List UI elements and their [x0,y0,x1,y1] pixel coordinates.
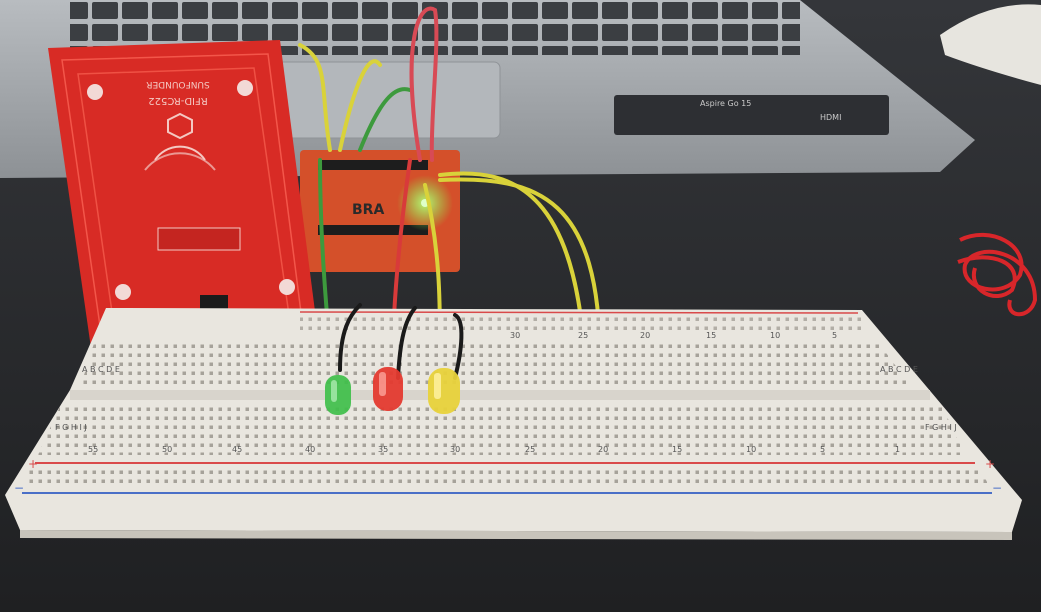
bottom-terminal-strip [38,402,965,455]
svg-text:HDMI: HDMI [820,113,841,122]
rail-minus-right: − [992,481,1002,495]
svg-text:35: 35 [378,445,388,454]
top-rail-red-line [299,311,859,314]
row-letters-bottom-left: F G H I J [55,423,87,432]
svg-text:30: 30 [450,445,460,454]
svg-text:30: 30 [510,331,520,340]
rail-plus-left: + [28,457,38,471]
green-led [325,375,351,415]
svg-text:25: 25 [525,445,535,454]
laptop-sticker: Aspire Go 15 HDMI [614,95,889,135]
row-letters-top-right: A B C D E [880,365,918,374]
microcontroller-board: BRA [300,150,460,272]
svg-text:15: 15 [672,445,682,454]
svg-text:5: 5 [820,445,825,454]
black-jumper-wires [338,303,464,380]
row-letters-top-left: A B C D E [82,365,120,374]
rfid-model-text: RFID-RC522 [148,95,207,106]
rail-minus-left: − [14,481,24,495]
svg-text:25: 25 [578,331,588,340]
svg-text:20: 20 [640,331,650,340]
svg-text:1: 1 [895,445,900,454]
svg-text:55: 55 [88,445,98,454]
svg-text:Aspire Go 15: Aspire Go 15 [700,99,751,108]
rfid-logo-icon [144,112,216,171]
center-channel [70,390,930,400]
svg-text:50: 50 [162,445,172,454]
svg-text:10: 10 [746,445,756,454]
row-letters-bottom-right: F G H I J [925,423,957,432]
top-rail [300,312,866,330]
yellow-led [428,368,460,414]
svg-text:5: 5 [832,331,837,340]
rfid-module: SUNFOUNDER RFID-RC522 [48,40,320,357]
microcontroller-label: BRA [352,202,384,218]
leds [325,367,460,415]
svg-text:15: 15 [706,331,716,340]
svg-text:10: 10 [770,331,780,340]
breadboard: A B C D E A B C D E F G H I J F G H I J … [5,308,1022,540]
white-device [940,4,1041,85]
coiled-red-wire [957,233,1038,317]
column-numbers-bottom: 55 50 45 40 35 30 25 20 15 10 5 1 [88,445,900,454]
column-numbers-top: 30 25 20 15 10 5 [510,331,837,340]
svg-text:20: 20 [598,445,608,454]
top-terminal-strip [80,340,912,388]
bottom-rail [22,468,990,488]
svg-text:45: 45 [232,445,242,454]
svg-text:40: 40 [305,445,315,454]
red-led [373,367,403,411]
rfid-brand-text: SUNFOUNDER [146,79,209,89]
rail-plus-right: + [985,457,995,471]
